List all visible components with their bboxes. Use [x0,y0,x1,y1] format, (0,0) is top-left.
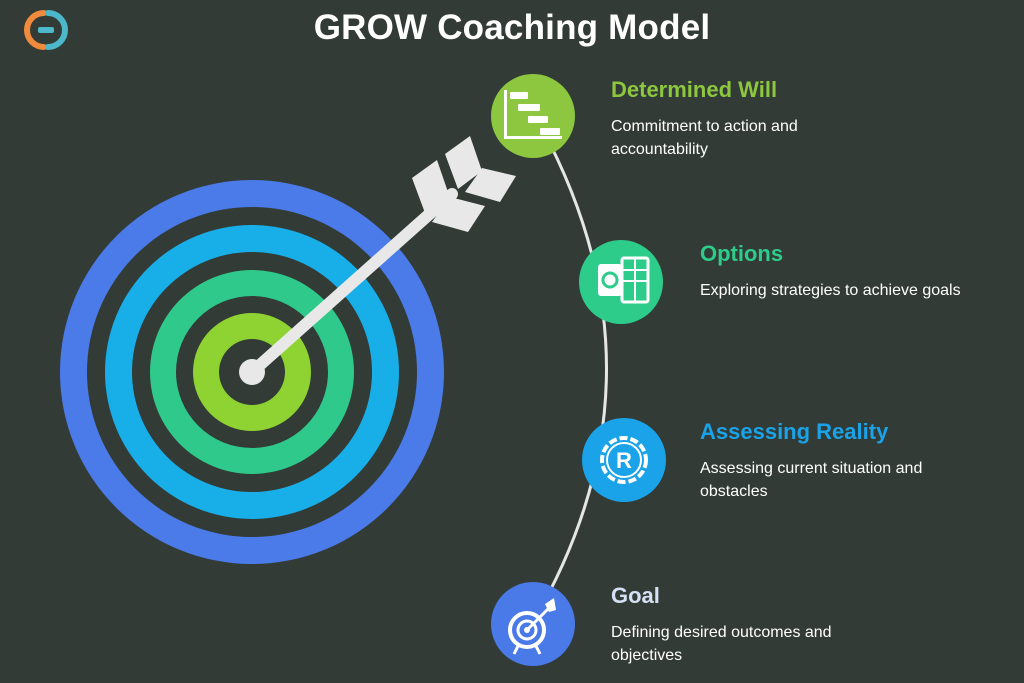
step-options-node [579,240,663,324]
step-goal-title: Goal [611,583,660,608]
connector-arc [531,111,608,623]
spreadsheet-icon [598,256,650,304]
brand-logo-icon [24,10,68,50]
step-will-description: Commitment to action and accountability [611,118,798,158]
step-reality-title: Assessing Reality [700,419,889,444]
step-reality-node: R [582,418,666,502]
step-will-node [491,74,575,158]
step-options-description: Exploring strategies to achieve goals [700,282,961,299]
svg-text:R: R [616,448,632,473]
target-arrow-icon [508,598,556,655]
step-reality: Assessing Reality Assessing current situ… [700,419,1024,503]
registered-gear-icon: R [600,436,648,484]
step-options-title: Options [700,241,784,266]
step-goal-description: Defining desired outcomes and objectives [611,624,832,664]
step-will: Determined Will Commitment to action and… [611,77,941,161]
step-reality-description: Assessing current situation and obstacle… [700,460,923,500]
arrow-icon [239,136,516,385]
page-title: GROW Coaching Model [313,8,711,47]
step-options: Options Exploring strategies to achieve … [700,241,1024,302]
gantt-chart-icon [504,90,562,139]
step-will-title: Determined Will [611,77,778,102]
step-goal: Goal Defining desired outcomes and objec… [611,583,941,667]
step-goal-node [491,582,575,666]
